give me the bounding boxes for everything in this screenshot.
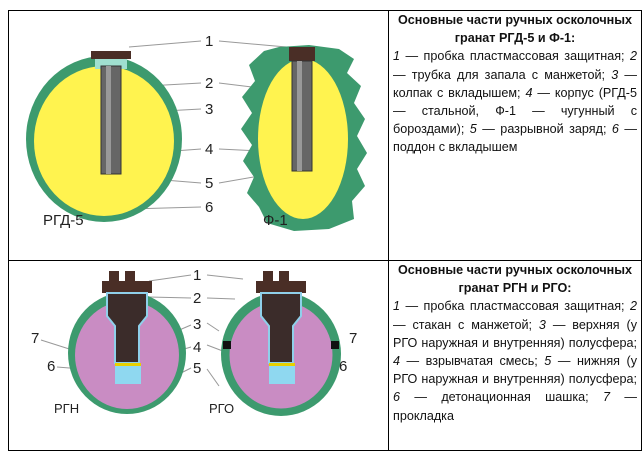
label-4: 4 [193,339,201,356]
label-1: 1 [205,33,213,50]
part-number: 1 [393,49,401,64]
part-text: — верхняя (у РГО наружная и внутренняя) … [393,317,637,350]
part-number: 2 [629,49,637,64]
parts-list: 1 — пробка пластмассовая защитная; 2 — с… [393,299,637,422]
parts-list: 1 — пробка пластмассовая защитная; 2 — т… [393,49,637,154]
part-number: 6 [393,390,401,405]
part-number: 1 [393,299,401,314]
label-5: 5 [193,360,201,377]
part-text: — взрывчатая смесь; [400,354,545,369]
part-text: — нижняя (у РГО наружная и внутренняя) п… [393,354,637,387]
part-number: 7 [603,390,611,405]
part-text: — корпус (РГД-5 — стальной, Ф-1 — чугунн… [393,85,637,137]
part-number: 4 [393,354,401,369]
section-title: Основные части ручных осколочных гранат … [397,13,633,46]
part-text: — разрывной заряд; [476,122,612,137]
part-text: — стакан с манжетой; [393,317,539,332]
label-7-right: 7 [349,330,357,347]
part-text: — колпак с вкладышем; [393,67,637,100]
section-title: Основные части ручных осколочных гранат … [397,263,633,296]
grenade-parts-table: 1 2 3 4 5 6 РГД-5 Ф-1 Основные части руч… [8,10,642,451]
table-row: 1 2 3 4 5 6 РГД-5 Ф-1 Основные части руч… [8,10,642,261]
label-1: 1 [193,267,201,284]
part-text: — поддон с вкладышем [393,122,637,155]
part-number: 4 [525,85,533,100]
label-6-left: 6 [47,358,55,375]
label-4: 4 [205,141,213,158]
rgd5-f1-description: Основные части ручных осколочных гранат … [388,10,642,261]
label-2: 2 [193,290,201,307]
table-row: 1 2 3 4 5 7 6 7 6 РГН РГО Основные части… [8,260,642,451]
part-text: — прокладка [393,390,637,423]
label-3: 3 [205,101,213,118]
label-6: 6 [205,199,213,216]
part-text: — трубка для запала с манжетой; [393,67,612,82]
label-3: 3 [193,316,201,333]
part-number: 3 [611,67,619,82]
label-6-right: 6 [339,358,347,375]
part-number: 2 [629,299,637,314]
part-number: 5 [544,354,552,369]
part-text: — пробка пластмассовая защитная; [400,49,630,64]
part-text: — детонационная шашка; [400,390,604,405]
rgd5-caption: РГД-5 [43,212,84,229]
f1-caption: Ф-1 [263,212,288,229]
label-5: 5 [205,175,213,192]
rgn-rgo-diagram-cell: 1 2 3 4 5 7 6 7 6 РГН РГО [8,260,389,451]
rgn-rgo-diagram: 1 2 3 4 5 7 6 7 6 РГН РГО [31,267,357,416]
part-text: — пробка пластмассовая защитная; [400,299,630,314]
part-number: 6 [611,122,619,137]
rgn-rgo-description: Основные части ручных осколочных гранат … [388,260,642,451]
part-number: 5 [469,122,477,137]
label-2: 2 [205,75,213,92]
rgd5-f1-diagram: 1 2 3 4 5 6 РГД-5 Ф-1 [26,33,367,231]
rgd5-f1-diagram-cell: 1 2 3 4 5 6 РГД-5 Ф-1 [8,10,389,261]
part-number: 3 [538,317,546,332]
rgo-caption: РГО [209,401,234,416]
rgn-caption: РГН [54,401,79,416]
label-7-left: 7 [31,330,39,347]
